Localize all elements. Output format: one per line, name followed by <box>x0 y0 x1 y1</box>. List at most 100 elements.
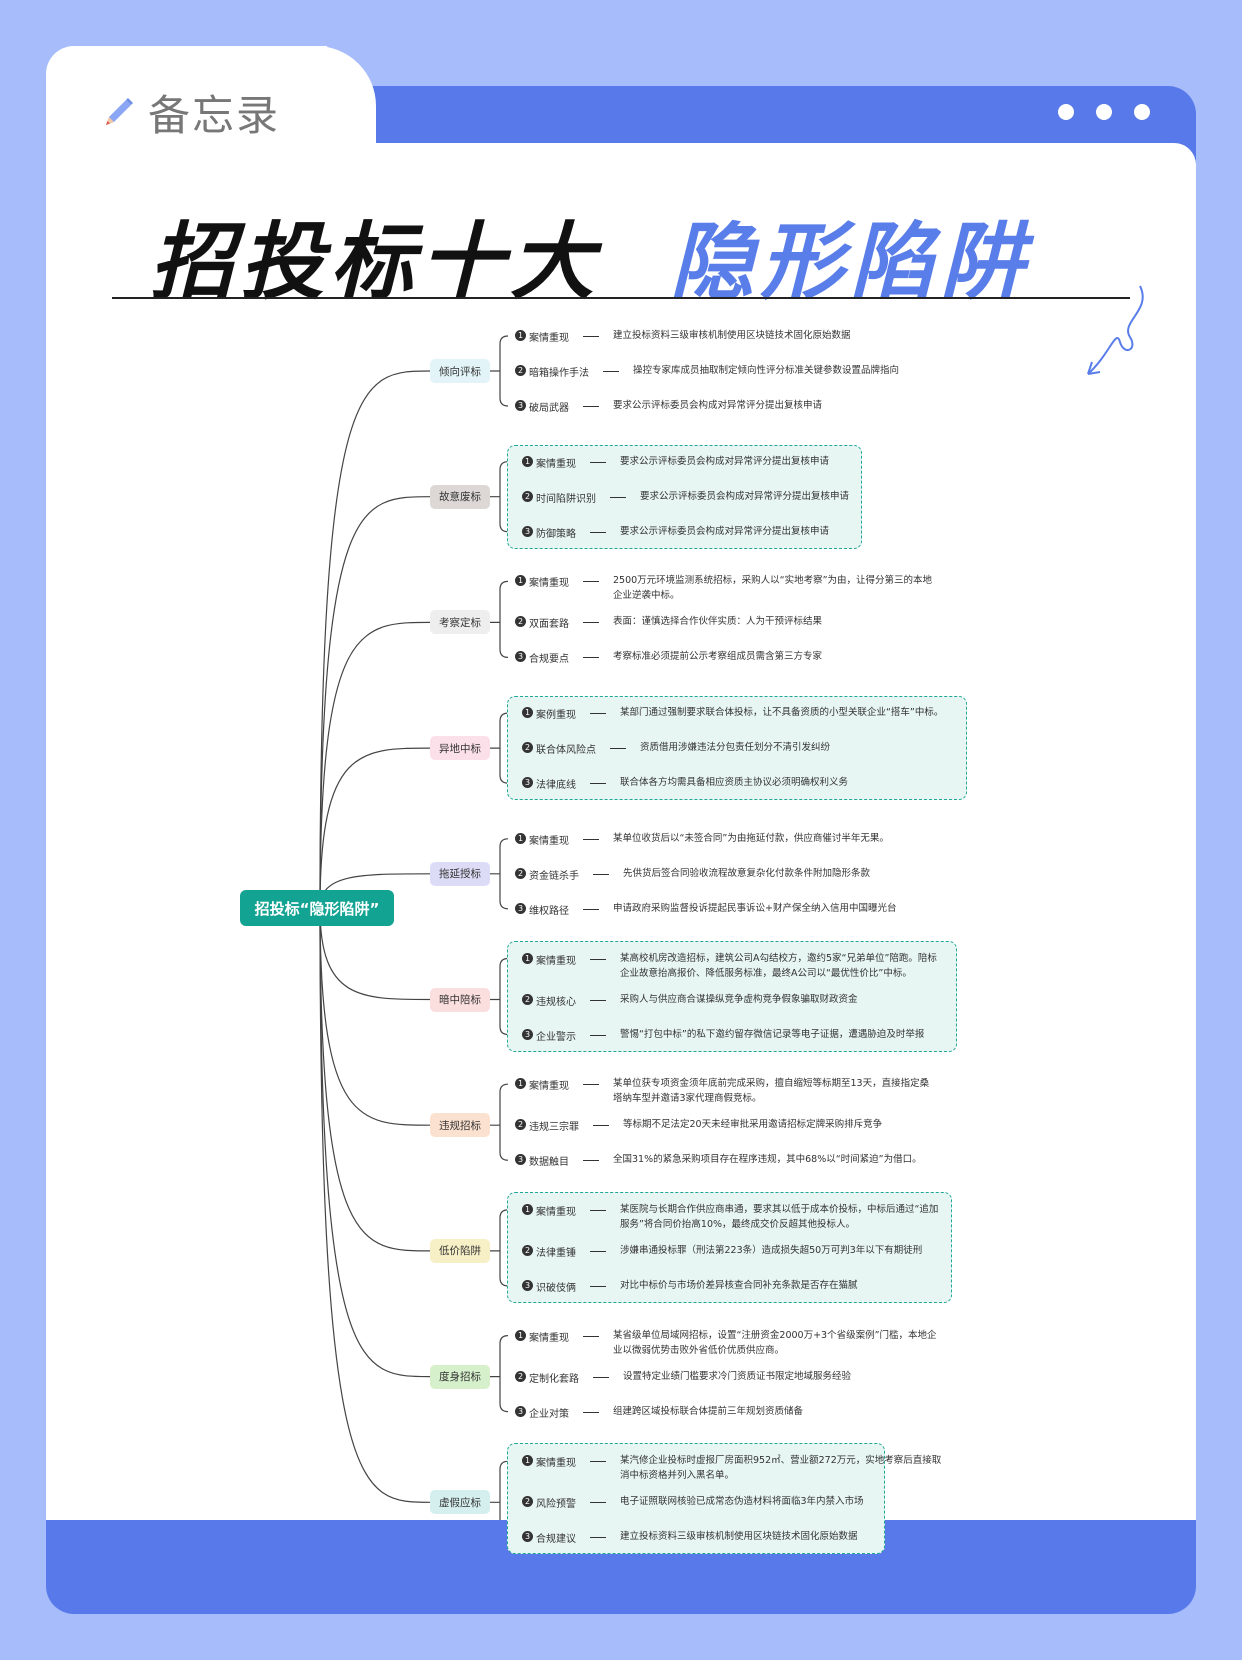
window-dot-icon <box>1134 104 1150 120</box>
leaf-title: 合规建议 <box>536 1534 576 1546</box>
leaf-title: 暗箱操作手法 <box>529 368 589 379</box>
leaf-title: 案情重现 <box>536 1206 576 1218</box>
window-dot-icon <box>1096 104 1112 120</box>
leaf-description: 某汽修企业投标时虚报厂房面积952㎡、营业额272万元，实地考察后直接取消中标资… <box>620 1455 942 1482</box>
leaf-bracket <box>490 1083 509 1161</box>
leaf-dash <box>590 1285 606 1287</box>
leaf-number-badge: 2 <box>515 616 526 628</box>
branch-label[interactable]: 度身招标 <box>430 1364 490 1389</box>
leaf-dash <box>593 873 609 875</box>
leaf-number-badge: 2 <box>522 742 533 754</box>
leaf-bracket <box>490 335 509 407</box>
leaf-number-badge: 3 <box>515 651 526 663</box>
leaf-bracket <box>490 580 509 658</box>
title-underline <box>112 297 1130 299</box>
branch-label[interactable]: 拖延授标 <box>430 861 490 886</box>
branch-connector <box>319 907 431 1378</box>
leaf-title: 案例重现 <box>536 710 576 722</box>
leaf-description: 要求公示评标委员会构成对异常评分提出复核申请 <box>620 525 830 537</box>
leaf-description: 某单位收货后以“未签合同”为由拖延付款，供应商催讨半年无果。 <box>613 832 889 844</box>
leaf-number-badge: 1 <box>522 455 533 467</box>
leaf-description: 组建跨区域投标联合体提前三年规划资质储备 <box>613 1405 804 1417</box>
branch-label[interactable]: 虚假应标 <box>430 1490 490 1515</box>
leaf-number-badge: 3 <box>515 1405 526 1417</box>
branch-label[interactable]: 违规招标 <box>430 1113 490 1138</box>
leaf-title: 案情重现 <box>536 1458 576 1470</box>
leaf-number-badge: 1 <box>515 832 526 844</box>
leaf-number-badge: 3 <box>515 902 526 914</box>
leaf-dash <box>583 838 599 840</box>
branch-label[interactable]: 故意废标 <box>430 484 490 509</box>
highlight-box <box>507 444 862 549</box>
branch-connector <box>319 907 431 1001</box>
leaf-number-badge: 1 <box>522 952 533 964</box>
leaf-dash <box>590 1209 606 1211</box>
leaf-bracket <box>490 957 509 1036</box>
leaf-dash <box>590 783 606 785</box>
leaf-dash <box>583 908 599 910</box>
leaf-title: 破局武器 <box>529 403 569 414</box>
leaf-title: 数据触目 <box>529 1157 569 1169</box>
branch-label[interactable]: 倾向评标 <box>430 359 490 383</box>
leaf-description: 操控专家库成员抽取制定倾向性评分标准关键参数设置品牌指向 <box>633 365 900 376</box>
page-title: 招投标十大 隐形陷阱 <box>150 195 1030 316</box>
leaf-description: 某省级单位局域网招标，设置“注册资金2000万+3个省级案例”门槛，本地企业以微… <box>613 1329 937 1356</box>
leaf-dash <box>590 1034 606 1036</box>
leaf-dash <box>590 531 606 533</box>
highlight-box <box>507 1443 885 1555</box>
leaf-title: 联合体风险点 <box>536 745 596 757</box>
leaf-dash <box>583 336 599 337</box>
leaf-dash <box>590 1502 606 1504</box>
leaf-number-badge: 3 <box>515 1154 526 1166</box>
leaf-dash <box>583 622 599 624</box>
leaf-title: 案情重现 <box>529 1081 569 1093</box>
leaf-number-badge: 2 <box>522 1496 533 1508</box>
leaf-title: 资金链杀手 <box>529 870 579 882</box>
leaf-description: 采购人与供应商合谋操纵竞争虚构竞争假象骗取财政资金 <box>620 993 858 1005</box>
branch-label[interactable]: 异地中标 <box>430 736 490 761</box>
leaf-dash <box>610 496 626 498</box>
branch-label[interactable]: 暗中陪标 <box>430 987 490 1012</box>
leaf-dash <box>583 1411 599 1413</box>
mindmap-root[interactable]: 招投标“隐形陷阱” <box>240 890 394 926</box>
branch-connector <box>319 370 431 909</box>
branch-label[interactable]: 低价陷阱 <box>430 1238 490 1263</box>
leaf-title: 案情重现 <box>529 835 569 847</box>
leaf-title: 防御策略 <box>536 528 576 540</box>
leaf-number-badge: 2 <box>522 490 533 502</box>
leaf-title: 合规要点 <box>529 654 569 666</box>
branch-connector <box>319 907 431 1252</box>
leaf-dash <box>603 371 619 372</box>
leaf-title: 风险预警 <box>536 1499 576 1511</box>
leaf-description: 设置特定业绩门槛要求冷门资质证书限定地域服务经验 <box>623 1370 852 1382</box>
leaf-description: 全国31%的紧急采购项目存在程序违规，其中68%以“时间紧迫”为借口。 <box>613 1154 922 1166</box>
window-dot-icon <box>1058 104 1074 120</box>
window-dots <box>1058 104 1150 120</box>
memo-label: 备忘录 <box>148 91 281 140</box>
leaf-number-badge: 3 <box>522 525 533 537</box>
leaf-number-badge: 1 <box>515 1329 526 1341</box>
branch-connector <box>319 907 431 1126</box>
leaf-title: 时间陷阱识别 <box>536 493 596 505</box>
leaf-description: 考察标准必须提前公示考察组成员需含第三方专家 <box>613 651 823 663</box>
page-title-part-b: 隐形陷阱 <box>670 213 1031 311</box>
leaf-number-badge: 2 <box>515 1370 526 1382</box>
branch-connector <box>319 621 431 909</box>
leaf-dash <box>610 748 626 750</box>
leaf-dash <box>590 1537 606 1539</box>
leaf-title: 案情重现 <box>529 333 569 344</box>
branch-label[interactable]: 考察定标 <box>430 610 490 635</box>
leaf-description: 联合体各方均需具备相应资质主协议必须明确权利义务 <box>620 777 849 789</box>
